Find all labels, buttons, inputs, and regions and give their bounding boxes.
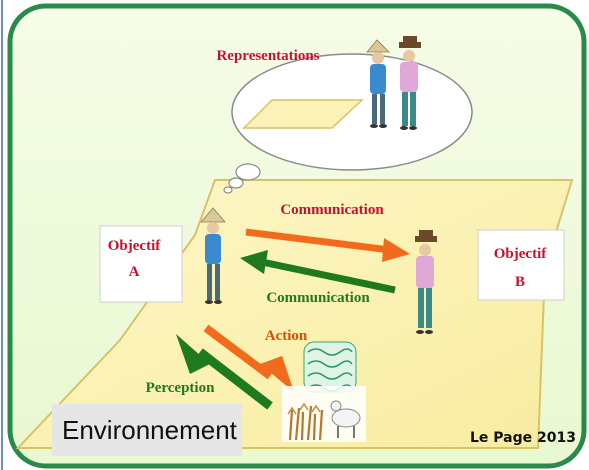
objectif-b-box (477, 229, 565, 301)
livestock-icon (282, 386, 366, 442)
objectif-a-box (99, 225, 183, 303)
perception-arrow (176, 334, 273, 410)
thought-circle-2 (228, 177, 244, 189)
vegetation-icon (303, 341, 357, 393)
thought-circle-3 (223, 186, 233, 194)
action-arrow (203, 324, 294, 392)
communication-arrow-top (245, 228, 410, 262)
representations-label: Representations (216, 48, 319, 64)
communication-arrow-bottom (240, 250, 396, 294)
mini-plane (242, 99, 364, 129)
person-pair-icon (366, 36, 421, 130)
objectif-a-label: Objectif (108, 238, 161, 254)
objectif-a-letter: A (129, 264, 140, 280)
environnement-label: Environnement (52, 404, 242, 456)
objectif-b-label: Objectif (494, 246, 547, 262)
person-b-icon (415, 230, 437, 334)
credit-label: Le Page 2013 (470, 430, 576, 446)
perception-label: Perception (146, 380, 216, 396)
person-a-icon (200, 207, 226, 304)
objectif-b-letter: B (515, 274, 525, 290)
action-label: Action (265, 328, 308, 344)
communication-top-label: Communication (280, 202, 384, 218)
communication-bottom-label: Communication (266, 290, 370, 306)
thought-circle-1 (235, 163, 261, 181)
